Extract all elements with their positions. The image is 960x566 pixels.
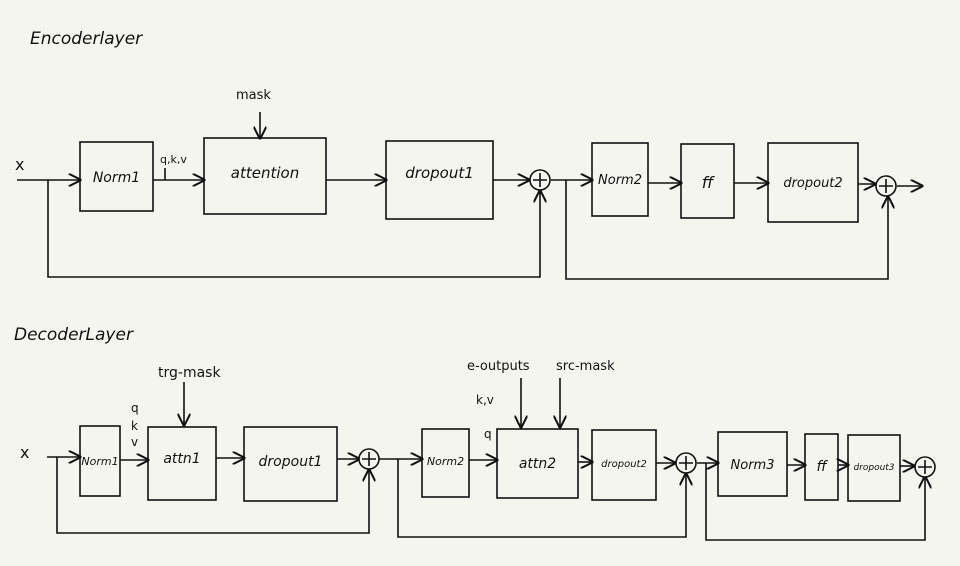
decoder-q-label: q xyxy=(131,401,139,415)
decoder-dropout3-box xyxy=(847,434,901,502)
decoder-ff-label: ff xyxy=(816,459,828,475)
decoder-e-outputs-label: e-outputs xyxy=(467,359,530,374)
decoder-kv-label: k,v xyxy=(476,393,494,407)
encoder-title: Encoderlayer xyxy=(30,29,143,49)
decoder-dropout3-label: dropout3 xyxy=(853,463,894,473)
decoder-add2-plus xyxy=(679,456,693,470)
decoder-norm2-box xyxy=(421,428,470,498)
decoder-q2-label: q xyxy=(484,427,492,441)
encoder-norm1-box xyxy=(79,141,154,212)
decoder-attn2-label: attn2 xyxy=(519,456,556,472)
encoder-dropout1-label: dropout1 xyxy=(405,164,474,182)
encoder-mask-label: mask xyxy=(236,88,271,103)
decoder-attn2-box xyxy=(496,428,579,499)
decoder-title: DecoderLayer xyxy=(14,325,134,345)
decoder-add1-plus xyxy=(362,452,376,466)
decoder-v-label: v xyxy=(131,435,138,449)
decoder-norm3-box xyxy=(717,431,788,497)
decoder-attn1-label: attn1 xyxy=(163,451,200,467)
decoder-layer: DecoderLayer x q k v trg-mask e-outputs … xyxy=(14,325,936,541)
decoder-residual-3 xyxy=(705,463,925,541)
encoder-add2-plus xyxy=(879,179,893,193)
decoder-dropout1-box xyxy=(243,426,338,502)
decoder-norm1-box xyxy=(79,425,121,497)
decoder-attn1-box xyxy=(147,426,217,501)
encoder-layer: Encoderlayer x q,k,v mask Norm1 attentio… xyxy=(15,29,922,280)
encoder-ff-box xyxy=(680,143,735,219)
encoder-norm1-label: Norm1 xyxy=(93,170,140,186)
encoder-add1-plus xyxy=(533,173,547,187)
encoder-ff-label: ff xyxy=(702,173,716,192)
encoder-qkv-label: q,k,v xyxy=(160,153,187,166)
decoder-dropout1-label: dropout1 xyxy=(259,454,323,470)
encoder-residual-2 xyxy=(565,180,888,280)
decoder-norm2-label: Norm2 xyxy=(427,455,464,468)
decoder-dropout2-label: dropout2 xyxy=(601,459,647,470)
encoder-attention-label: attention xyxy=(231,164,299,182)
decoder-dropout2-box xyxy=(591,429,657,501)
encoder-dropout2-box xyxy=(767,142,859,223)
encoder-norm2-box xyxy=(591,142,649,217)
encoder-attention-box xyxy=(203,137,327,215)
encoder-input-label: x xyxy=(15,155,24,174)
decoder-k-label: k xyxy=(131,419,138,433)
decoder-norm3-label: Norm3 xyxy=(731,458,775,473)
decoder-residual-1 xyxy=(56,457,369,534)
decoder-add3-plus xyxy=(918,460,932,474)
decoder-residual-2 xyxy=(397,459,686,538)
encoder-norm2-label: Norm2 xyxy=(598,173,642,188)
decoder-ff-box xyxy=(804,433,839,501)
decoder-trg-mask-label: trg-mask xyxy=(158,365,221,381)
encoder-residual-1 xyxy=(47,180,540,278)
decoder-input-label: x xyxy=(20,443,29,462)
encoder-dropout1-box xyxy=(385,140,494,220)
decoder-src-mask-label: src-mask xyxy=(556,359,615,374)
decoder-norm1-label: Norm1 xyxy=(81,455,118,468)
encoder-dropout2-label: dropout2 xyxy=(783,176,842,191)
